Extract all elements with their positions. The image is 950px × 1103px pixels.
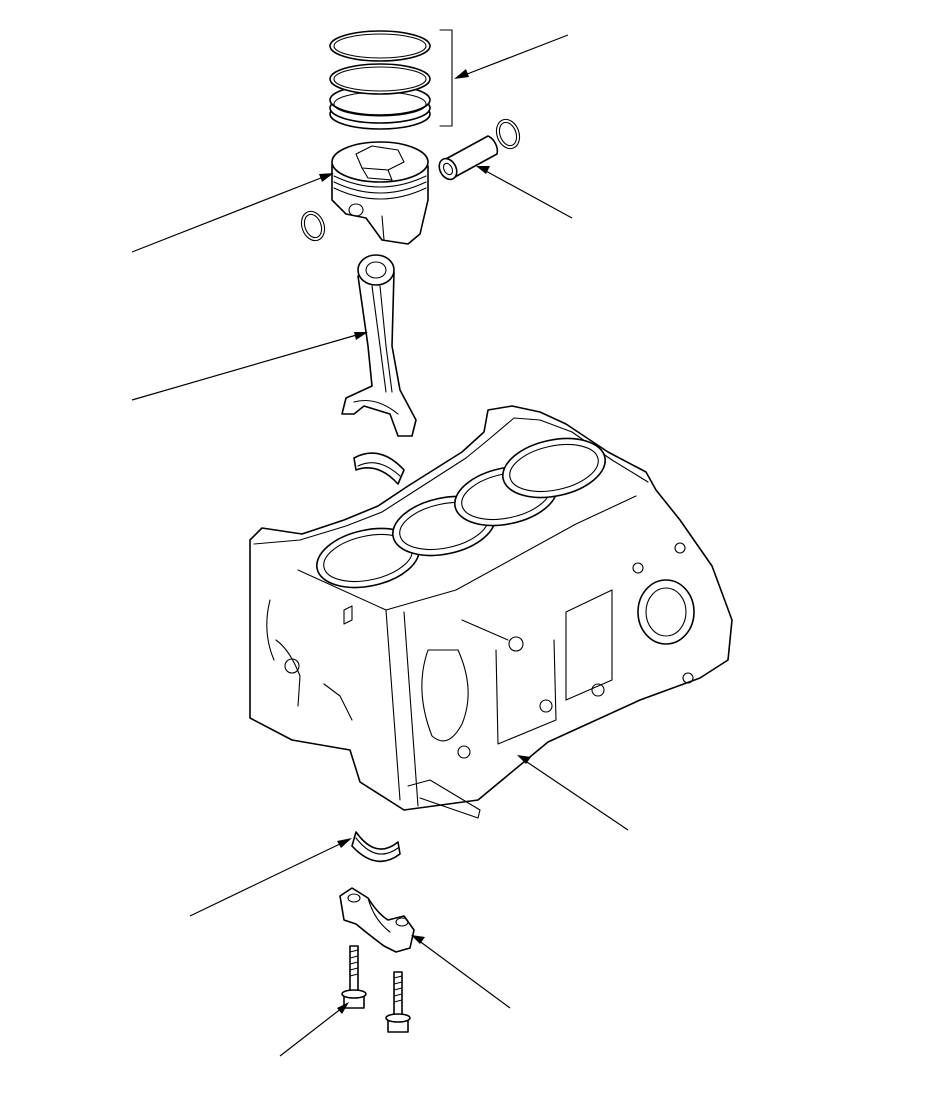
snap-ring-icon <box>495 118 521 150</box>
leader-line <box>189 838 352 917</box>
leader-line <box>279 1002 349 1057</box>
leader-line <box>517 755 629 831</box>
piston-rings-icon <box>329 30 431 130</box>
leader-line <box>131 173 334 253</box>
leader-line <box>476 166 573 219</box>
bolt-icon <box>385 971 411 1033</box>
leader-line <box>411 935 511 1009</box>
bearing-shell-icon <box>351 831 401 863</box>
leader-line <box>131 332 368 401</box>
piston-pin-icon <box>438 135 499 181</box>
engine-block-icon <box>249 405 733 819</box>
snap-ring-icon <box>300 210 326 242</box>
leader-line <box>454 34 569 79</box>
bearing-shell-icon <box>353 452 405 485</box>
connecting-rod-icon <box>341 254 417 437</box>
ring-set-bracket <box>439 29 453 127</box>
bolt-icon <box>341 945 367 1009</box>
piston-icon <box>331 141 429 245</box>
bearing-cap-icon <box>339 887 415 953</box>
